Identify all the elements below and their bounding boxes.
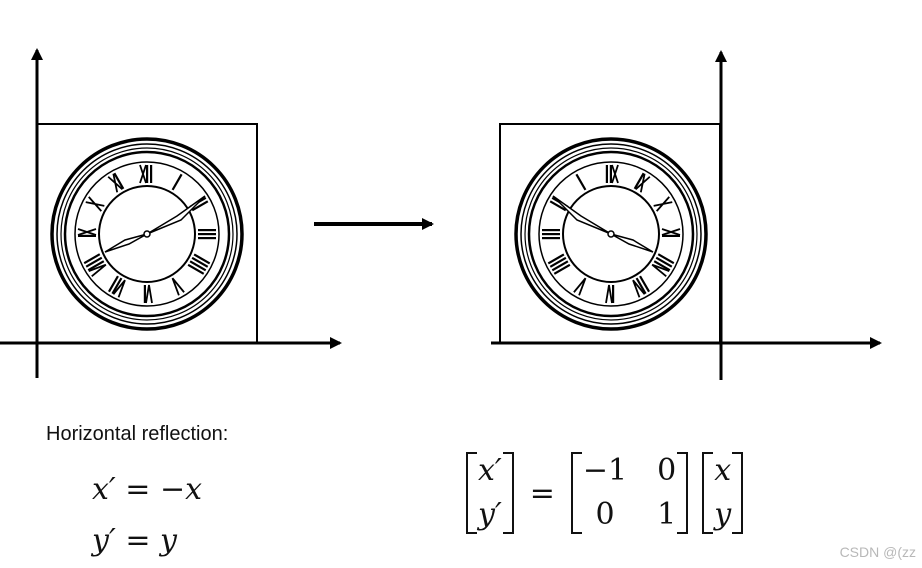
equation-x-rhs: −x <box>159 472 203 507</box>
matrix-cell-00: −1 <box>582 453 628 488</box>
matrix-equals: = <box>529 475 555 511</box>
input-x: x <box>714 453 732 488</box>
equation-x-lhs: x′ <box>92 472 116 507</box>
equation-y-rhs: y <box>160 523 177 558</box>
caption: Horizontal reflection: <box>46 423 229 445</box>
matrix-equation: x′ y′ = −1 0 0 1 x y <box>466 452 744 534</box>
equation-x: x′ = −x <box>92 472 202 507</box>
reflected-axes <box>491 50 882 380</box>
result-y: y′ <box>478 497 502 532</box>
reflected-clock-image <box>514 137 708 331</box>
original-clock-image <box>50 137 244 331</box>
result-vector: x′ y′ <box>466 452 514 534</box>
matrix-cell-11: 1 <box>657 497 677 532</box>
input-vector: x y <box>702 452 744 534</box>
equation-y-lhs: y′ <box>92 523 116 558</box>
matrix-cell-01: 0 <box>657 453 677 488</box>
matrix-cell-10: 0 <box>595 497 615 532</box>
equation-y: y′ = y <box>92 523 177 558</box>
reflected-frame <box>499 123 721 344</box>
input-y: y <box>714 497 732 532</box>
original-frame <box>36 123 258 344</box>
reflection-matrix: −1 0 0 1 <box>570 452 689 534</box>
original-axes <box>0 48 342 378</box>
equation-y-op: = <box>125 523 151 558</box>
watermark: CSDN @(zz <box>839 544 916 560</box>
result-x: x′ <box>478 453 502 488</box>
equation-x-op: = <box>125 472 151 507</box>
